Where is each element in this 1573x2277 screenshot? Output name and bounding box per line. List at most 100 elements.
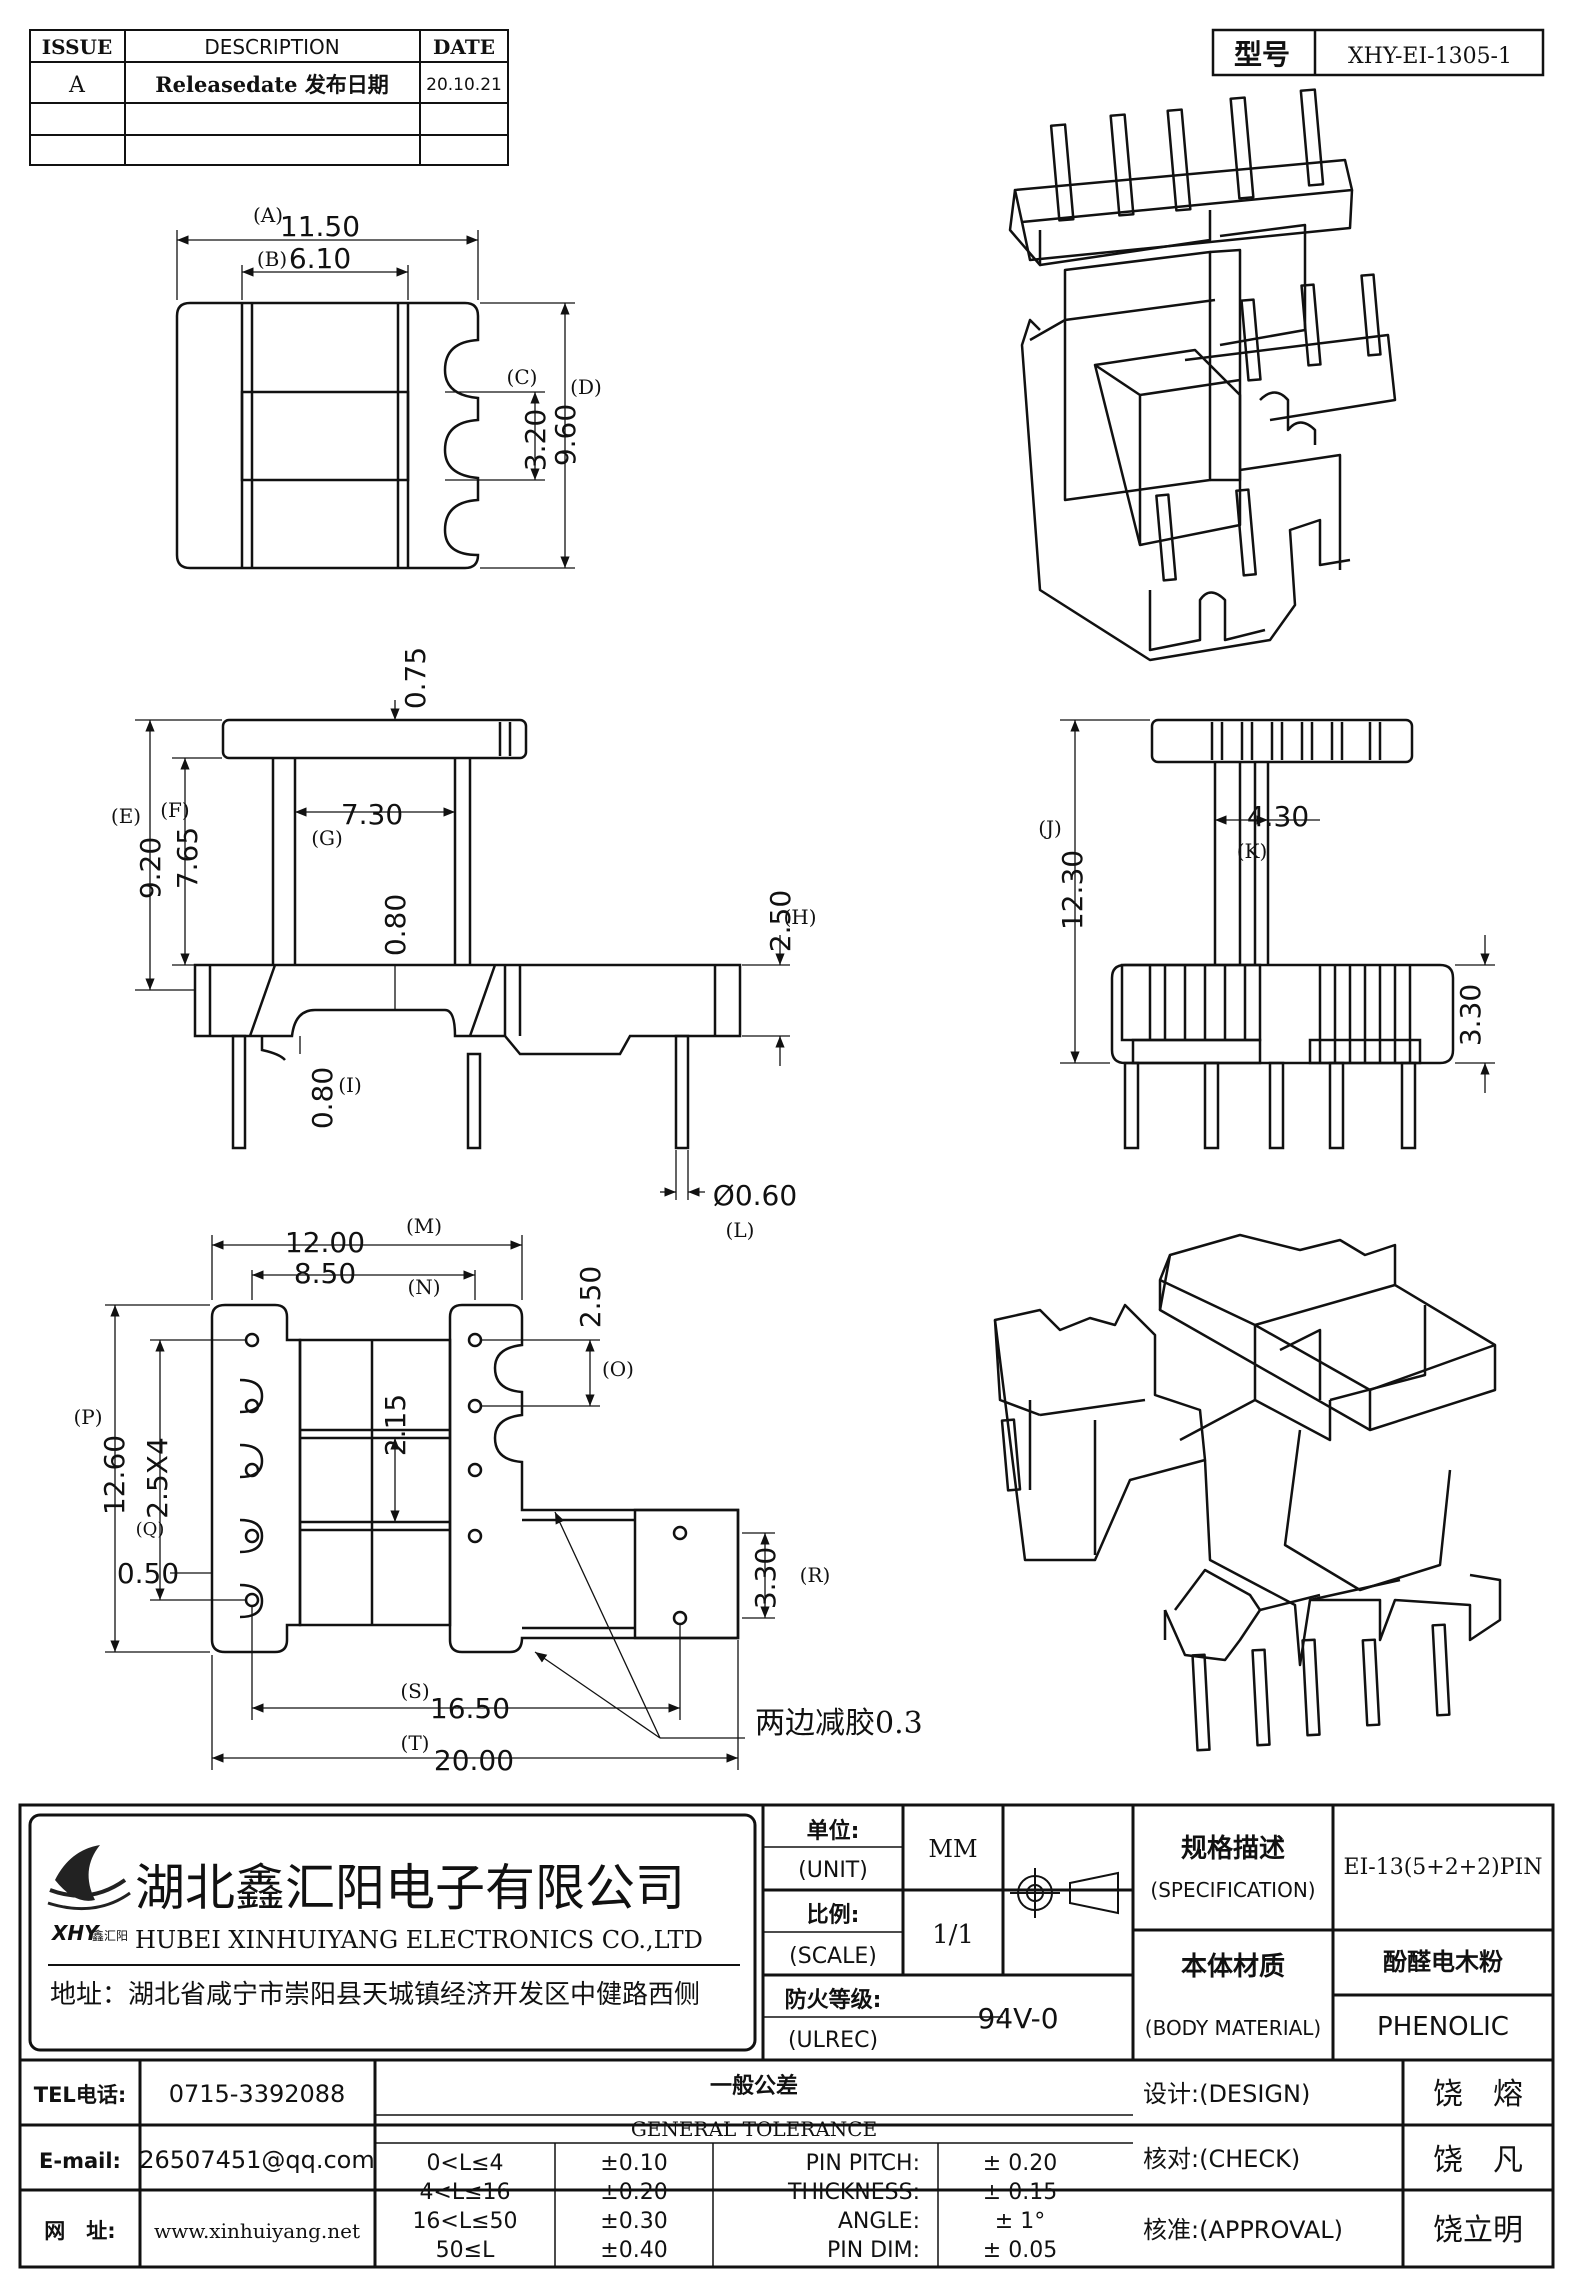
logo-subtext: 鑫汇阳 — [92, 1928, 128, 1943]
dim-o-value: 2.50 — [574, 1266, 607, 1328]
dim-m-label: (M) — [406, 1214, 442, 1238]
model-box — [1211, 28, 1545, 77]
dim-t-value: 20.00 — [434, 1744, 514, 1777]
company-address: 地址：湖北省咸宁市崇阳县天城镇经济开发区中健路西侧 — [50, 1980, 700, 2010]
design-name: 饶 熔 — [1433, 2077, 1523, 2112]
dim-i-value: 0.80 — [306, 1067, 339, 1129]
dim-g-value: 7.30 — [341, 798, 403, 831]
dim-q-value: 2.5X4 — [141, 1437, 174, 1519]
tolerance-title-cn: 一般公差 — [710, 2073, 798, 2099]
dim-s-value: 16.50 — [430, 1692, 510, 1725]
dim-f-label: (F) — [160, 798, 189, 822]
dim-g-label: (G) — [311, 826, 343, 850]
material-label-en: (BODY MATERIAL) — [1145, 2016, 1321, 2040]
dim-a-label: (A) — [253, 203, 283, 227]
rev-header-issue: ISSUE — [42, 35, 113, 59]
dim-l-label: (L) — [726, 1218, 755, 1242]
dim-r-value: 3.30 — [749, 1547, 782, 1609]
tolerance-range: 50≤L — [436, 2238, 495, 2263]
dim-p-label: (P) — [73, 1405, 102, 1429]
dim-e-value: 9.20 — [134, 837, 167, 899]
tolerance-range: 16<L≤50 — [412, 2209, 517, 2234]
dim-e-label: (E) — [111, 804, 141, 828]
scale-label-en: (SCALE) — [789, 1944, 877, 1969]
tolerance-extra-value: ± 1° — [995, 2209, 1045, 2234]
material-value-en: PHENOLIC — [1377, 2012, 1509, 2042]
material-label-cn: 本体材质 — [1181, 1952, 1285, 1982]
isometric-view-top — [1008, 88, 1397, 662]
dim-o-label: (O) — [602, 1357, 634, 1381]
fire-label-en: (ULREC) — [788, 2028, 878, 2053]
web-label: 网 址: — [44, 2219, 115, 2243]
top-view-dimensions — [176, 230, 575, 569]
rev-issue-value: A — [68, 73, 86, 98]
unit-label-en: (UNIT) — [798, 1858, 868, 1883]
dim-k-label: (K) — [1237, 839, 1268, 863]
tolerance-extras: PIN PITCH: ± 0.20 THICKNESS: ± 0.15 ANGL… — [787, 2151, 1057, 2263]
dim-b-value: 6.10 — [289, 242, 351, 275]
tolerance-ranges: 0<L≤4 ±0.10 4<L≤16 ±0.20 16<L≤50 ±0.30 5… — [412, 2151, 667, 2263]
dim-h-value: 2.50 — [764, 890, 797, 952]
web-value: www.xinhuiyang.net — [154, 2219, 360, 2243]
reduce-glue-note: 两边减胶0.3 — [755, 1706, 923, 1741]
rev-header-description: DESCRIPTION — [204, 35, 339, 59]
logo-text: XHY — [50, 1921, 101, 1945]
front-view — [193, 718, 742, 1150]
email-label: E-mail: — [39, 2149, 121, 2173]
isometric-view-bottom — [993, 1233, 1502, 1752]
side-view-dimensions — [1060, 719, 1495, 1093]
dim-p-value: 12.60 — [98, 1435, 131, 1515]
tolerance-extra-value: ± 0.15 — [983, 2180, 1057, 2205]
rev-header-date: DATE — [433, 35, 495, 59]
fire-value: 94V-0 — [977, 2002, 1058, 2035]
tolerance-extra-label: THICKNESS: — [787, 2180, 920, 2205]
spec-value: EI-13(5+2+2)PIN — [1344, 1855, 1543, 1880]
bottom-view-dimensions — [105, 1235, 775, 1770]
tel-label: TEL电话: — [34, 2083, 126, 2107]
projection-symbol — [1010, 1868, 1119, 1918]
dim-pad-value: 0.50 — [117, 1557, 179, 1590]
dim-d-value: 9.60 — [549, 404, 582, 466]
approval-label: 核准:(APPROVAL) — [1143, 2216, 1343, 2244]
tolerance-range-value: ±0.40 — [600, 2238, 667, 2263]
dim-b-label: (B) — [257, 247, 287, 271]
scale-value: 1/1 — [932, 1920, 974, 1950]
tolerance-range-value: ±0.30 — [600, 2209, 667, 2234]
dim-c-value: 3.20 — [519, 409, 552, 471]
scale-label-cn: 比例: — [807, 1903, 860, 1928]
dim-f-value: 7.65 — [171, 827, 204, 889]
dim-base-value: 3.30 — [1454, 984, 1487, 1046]
company-name-cn: 湖北鑫汇阳电子有限公司 — [135, 1859, 685, 1917]
check-label: 核对:(CHECK) — [1143, 2145, 1300, 2173]
tolerance-extra-value: ± 0.05 — [983, 2238, 1057, 2263]
company-name-en: HUBEI XINHUIYANG ELECTRONICS CO.,LTD — [135, 1926, 703, 1954]
dim-s-label: (S) — [400, 1679, 429, 1703]
dim-q-label: (Q) — [136, 1519, 165, 1540]
fire-label-cn: 防火等级: — [785, 1987, 882, 2013]
dim-wall-value: 0.80 — [379, 894, 412, 956]
dim-a-value: 11.50 — [280, 210, 360, 243]
email-value: 26507451@qq.com — [139, 2146, 375, 2174]
dim-l-value: Ø0.60 — [713, 1179, 797, 1212]
side-view — [1110, 718, 1455, 1150]
tolerance-range-value: ±0.20 — [600, 2180, 667, 2205]
tolerance-extra-label: PIN PITCH: — [806, 2151, 920, 2176]
model-label: 型号 — [1234, 38, 1290, 71]
dim-n-value: 8.50 — [294, 1257, 356, 1290]
tolerance-title-en: GENERAL TOLERANCE — [631, 2117, 877, 2141]
material-value-cn: 酚醛电木粉 — [1383, 1948, 1503, 1976]
dim-m-value: 12.00 — [285, 1226, 365, 1259]
tolerance-range: 0<L≤4 — [426, 2151, 503, 2176]
dim-h-label: (H) — [783, 905, 816, 929]
dim-slot-value: 2.15 — [379, 1394, 412, 1456]
tolerance-extra-label: PIN DIM: — [827, 2238, 920, 2263]
unit-value: MM — [928, 1835, 977, 1863]
spec-label-en: (SPECIFICATION) — [1150, 1878, 1315, 1902]
design-label: 设计:(DESIGN) — [1143, 2080, 1310, 2108]
tolerance-extra-label: ANGLE: — [838, 2209, 920, 2234]
revision-table — [29, 29, 509, 166]
dim-j-label: (J) — [1038, 816, 1062, 840]
dim-d-label: (D) — [570, 375, 602, 399]
dim-075-value: 0.75 — [399, 647, 432, 709]
